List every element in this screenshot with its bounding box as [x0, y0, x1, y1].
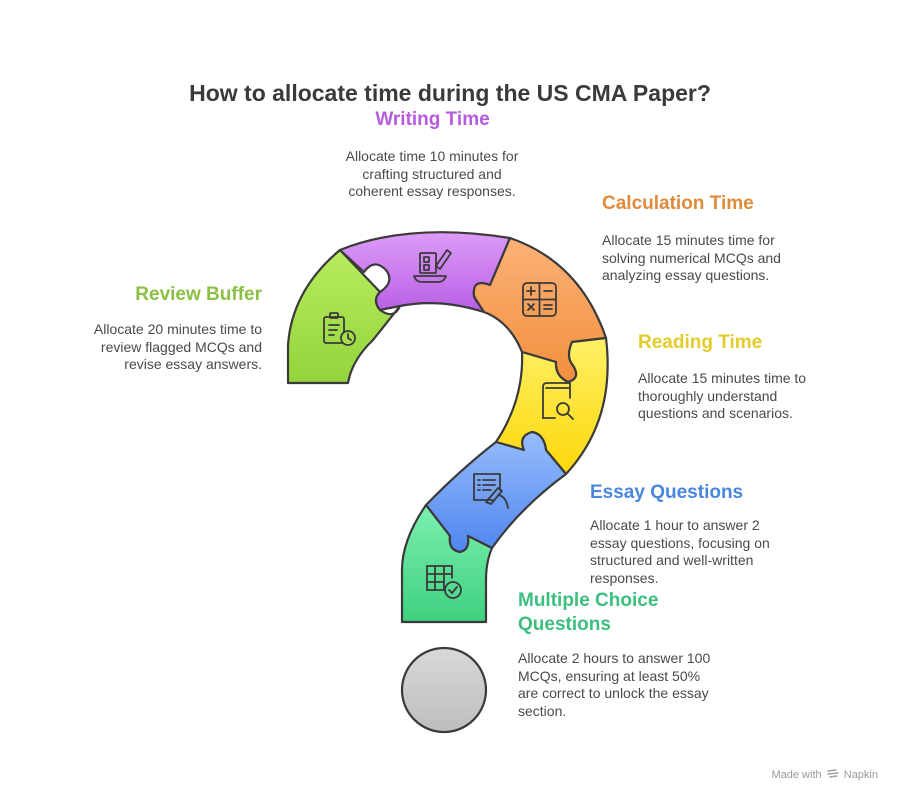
- label-writing-time: Writing Time: [375, 109, 490, 130]
- desc-calculation-time: Allocate 15 minutes time for solving num…: [602, 232, 781, 283]
- label-reading-time: Reading Time: [638, 332, 763, 353]
- book-search-icon: [542, 382, 574, 420]
- piece-multiple-choice: [400, 503, 494, 624]
- laptop-pencil-icon: [413, 249, 452, 283]
- label-multiple-choice-questions: Multiple Choice Questions: [518, 590, 659, 635]
- piece-reading-time: [494, 336, 609, 476]
- piece-writing-time: [338, 231, 512, 314]
- desc-writing-time: Allocate time 10 minutes for crafting st…: [345, 148, 519, 199]
- napkin-logo-icon: [826, 769, 839, 778]
- desc-multiple-choice-questions: Allocate 2 hours to answer 100 MCQs, ens…: [518, 650, 711, 719]
- desc-reading-time: Allocate 15 minutes time to thoroughly u…: [638, 370, 807, 421]
- label-essay-questions: Essay Questions: [590, 482, 744, 503]
- label-calculation-time: Calculation Time: [602, 193, 754, 214]
- clipboard-clock-icon: [323, 312, 356, 346]
- page-title: How to allocate time during the US CMA P…: [189, 80, 711, 106]
- grid-check-icon: [426, 565, 462, 599]
- question-mark-dot: [400, 646, 488, 734]
- piece-review-buffer: [286, 248, 402, 385]
- calculator-icon: [522, 282, 557, 317]
- document-hand-pen-icon: [473, 473, 509, 509]
- desc-essay-questions: Allocate 1 hour to answer 2 essay questi…: [590, 517, 770, 586]
- desc-review-buffer: Allocate 20 minutes time to review flagg…: [93, 321, 262, 372]
- made-with-napkin-credit: Made with Napkin: [771, 769, 878, 781]
- label-review-buffer: Review Buffer: [135, 284, 262, 305]
